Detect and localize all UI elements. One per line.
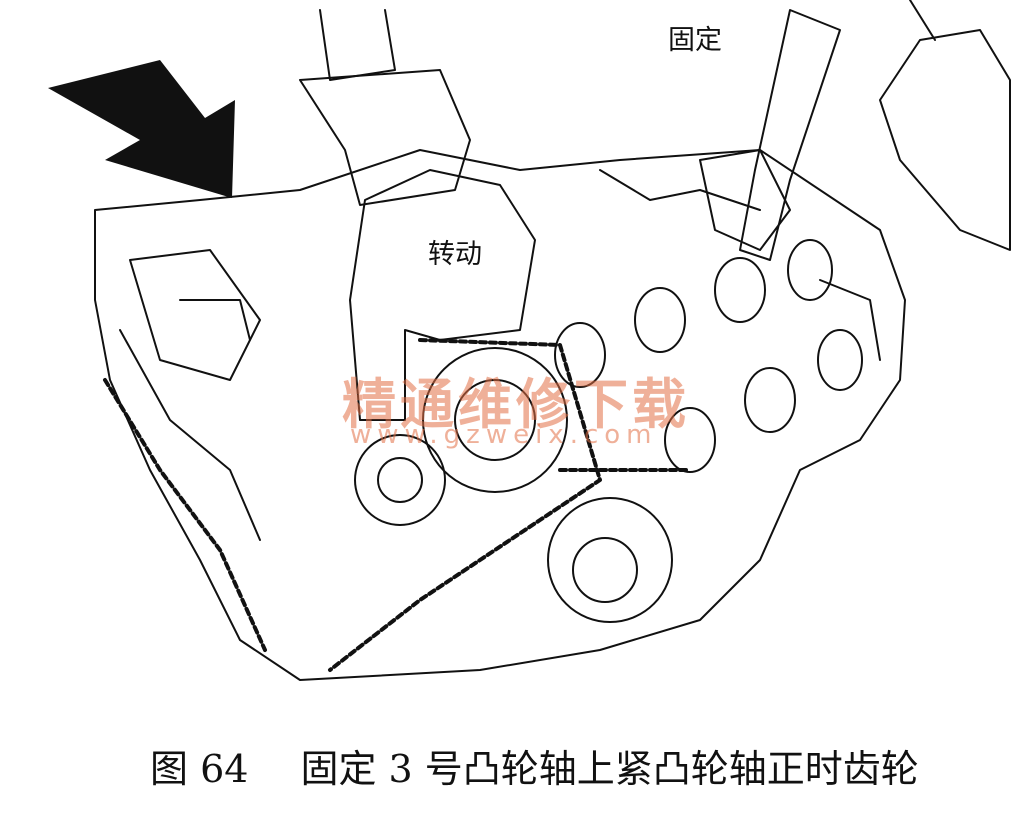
wrench-head-inner <box>377 457 423 503</box>
watermark-text: 精通维修下载 <box>342 372 690 436</box>
cam-lobe <box>744 367 796 433</box>
cam-lobe <box>817 329 863 391</box>
cam-lobe <box>787 239 833 301</box>
wrench-rotate <box>319 9 396 81</box>
caption-text: 固定 3 号凸轮轴上紧凸轮轴正时齿轮 <box>300 747 919 791</box>
cam-lobe <box>634 287 686 353</box>
hand <box>909 0 936 41</box>
engine-illustration <box>48 0 1011 681</box>
wrench-fix <box>739 9 841 261</box>
camshaft-sprocket-hub <box>454 379 536 461</box>
block-detail <box>819 279 881 361</box>
block-detail <box>119 329 261 541</box>
caption-number: 图 64 <box>150 747 249 791</box>
direction-arrow <box>48 60 235 198</box>
hand <box>879 29 1011 251</box>
camshaft-sprocket <box>422 347 568 493</box>
block-detail <box>599 169 761 211</box>
label-fix: 固定 <box>668 25 722 56</box>
wrench-rotate <box>299 69 471 206</box>
block-detail <box>129 249 261 381</box>
block-detail <box>179 299 251 341</box>
cam-lobe <box>664 407 716 473</box>
cam-lobe <box>714 257 766 323</box>
lower-sprocket <box>547 497 673 623</box>
lower-sprocket-hub <box>572 537 638 603</box>
engine-block-outline <box>94 149 906 681</box>
label-rotate: 转动 <box>428 239 482 270</box>
timing-chain <box>328 338 602 672</box>
wrench-fix <box>699 149 791 251</box>
wrench-head <box>354 434 446 526</box>
timing-chain <box>103 378 267 652</box>
cam-lobe <box>554 322 606 388</box>
watermark-url: www.gzweix.com <box>350 420 658 450</box>
figure-caption: 图 64 固定 3 号凸轮轴上紧凸轮轴正时齿轮 <box>150 738 1010 793</box>
